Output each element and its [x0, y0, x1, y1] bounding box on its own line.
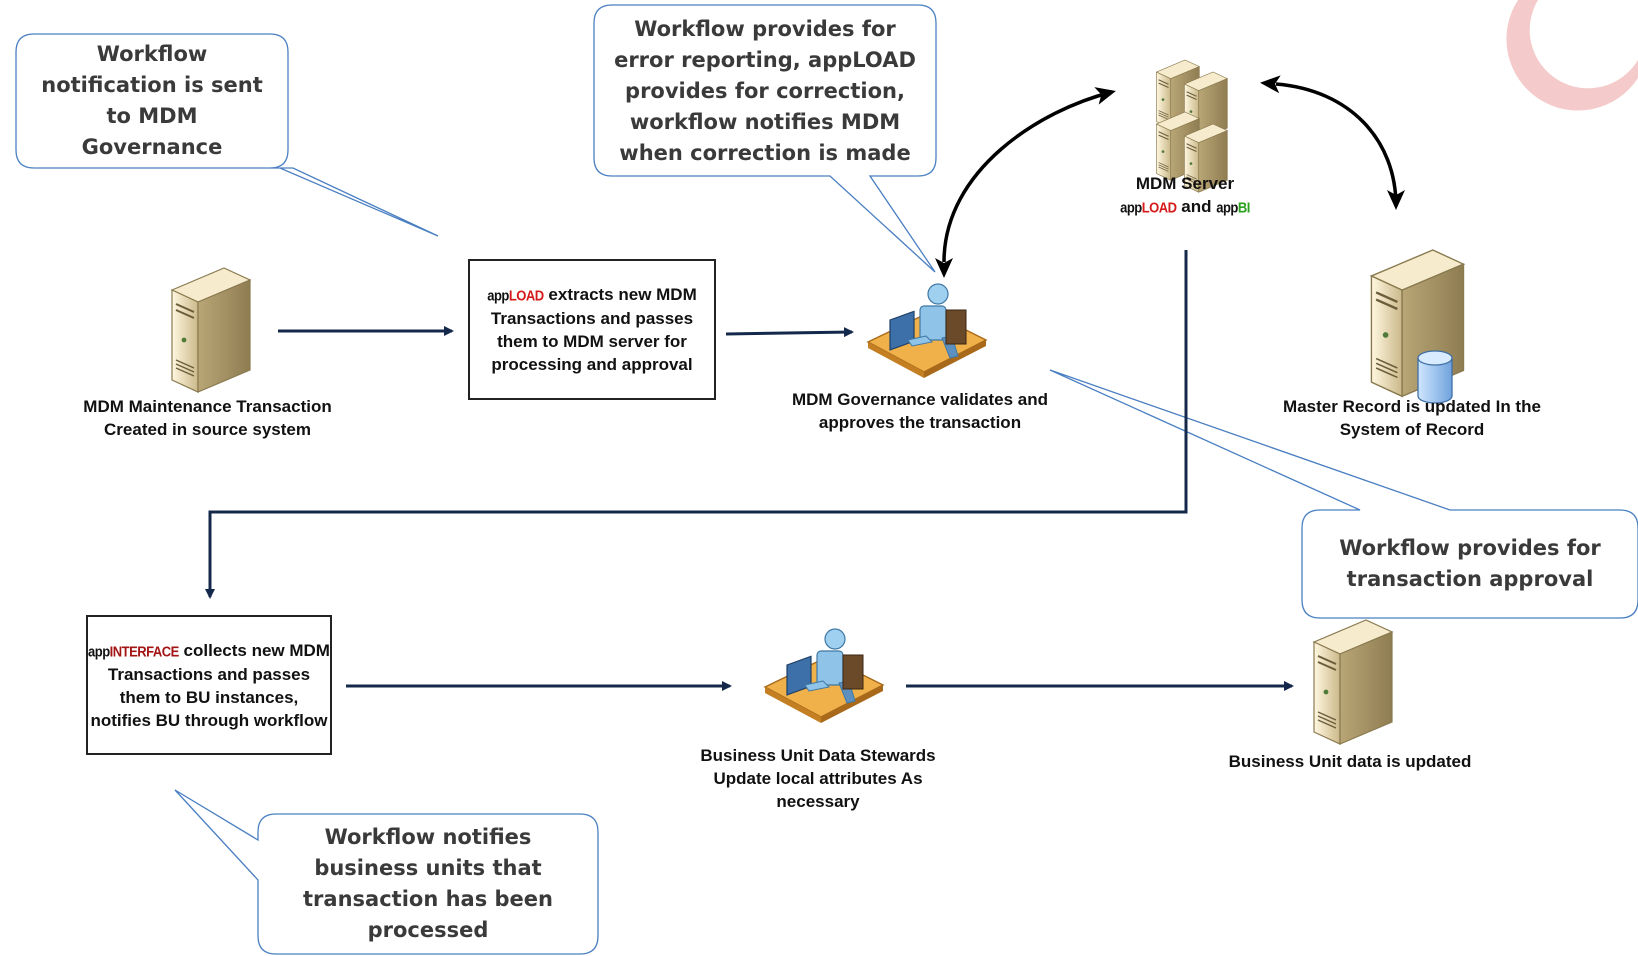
label-bu-stewards: Business Unit Data Stewards Update local… [700, 746, 936, 811]
callout-error-reporting: Workflow provides for error reporting, a… [614, 16, 916, 165]
mdm-server-and: and [1181, 197, 1212, 216]
appload-description: extracts new MDM Transactions and passes… [490, 285, 697, 374]
appload-brand-app: app [487, 286, 509, 305]
governance-person-icon [867, 283, 987, 379]
mdm-server-brand-app2: app [1216, 198, 1238, 217]
appload-brand-load: LOAD [508, 286, 544, 305]
appinterface-brand-interface: INTERFACE [109, 642, 180, 660]
label-governance: MDM Governance validates and approves th… [791, 390, 1049, 432]
arrow-server-to-appinterface [205, 250, 1188, 599]
callout-error-shape [593, 4, 937, 273]
master-record-server-icon [1370, 248, 1465, 404]
callout-approval: Workflow provides for transaction approv… [1339, 536, 1601, 591]
label-source-system: MDM Maintenance Transaction Created in s… [83, 397, 332, 439]
arrow-appload-to-governance [725, 327, 854, 338]
source-server-icon [171, 267, 251, 393]
callout-notification: Workflow notification is sent to MDM Gov… [41, 42, 263, 159]
mdm-server-brand-bi: BI [1237, 198, 1251, 217]
callout-notification-shape [15, 33, 439, 237]
appload-box: appLOAD extracts new MDM Transactions an… [468, 259, 716, 400]
callout-approval-shape [1049, 369, 1638, 619]
arrow-governance-server [935, 87, 1116, 278]
logo-fragment [1506, 0, 1638, 111]
label-bu-updated: Business Unit data is updated [1228, 752, 1472, 771]
bu-server-icon [1313, 619, 1393, 745]
mdm-server-brand-app1: app [1120, 198, 1142, 217]
appinterface-brand-app: app [88, 642, 110, 660]
stewards-person-icon [764, 628, 884, 724]
appinterface-box: appINTERFACE collects new MDM Transactio… [86, 615, 332, 755]
appinterface-description: collects new MDM Transactions and passes… [90, 640, 330, 730]
arrow-server-masterrecord [1260, 75, 1405, 210]
label-master-record: Master Record is updated In the System o… [1283, 397, 1541, 439]
label-mdm-server: MDM Server appLOAD and appBI [1085, 172, 1285, 219]
mdm-server-title: MDM Server [1135, 174, 1235, 193]
callout-bu-shape [174, 789, 599, 955]
callout-bu-notify: Workflow notifies business units that tr… [303, 825, 553, 942]
mdm-server-brand-load: LOAD [1141, 198, 1177, 217]
